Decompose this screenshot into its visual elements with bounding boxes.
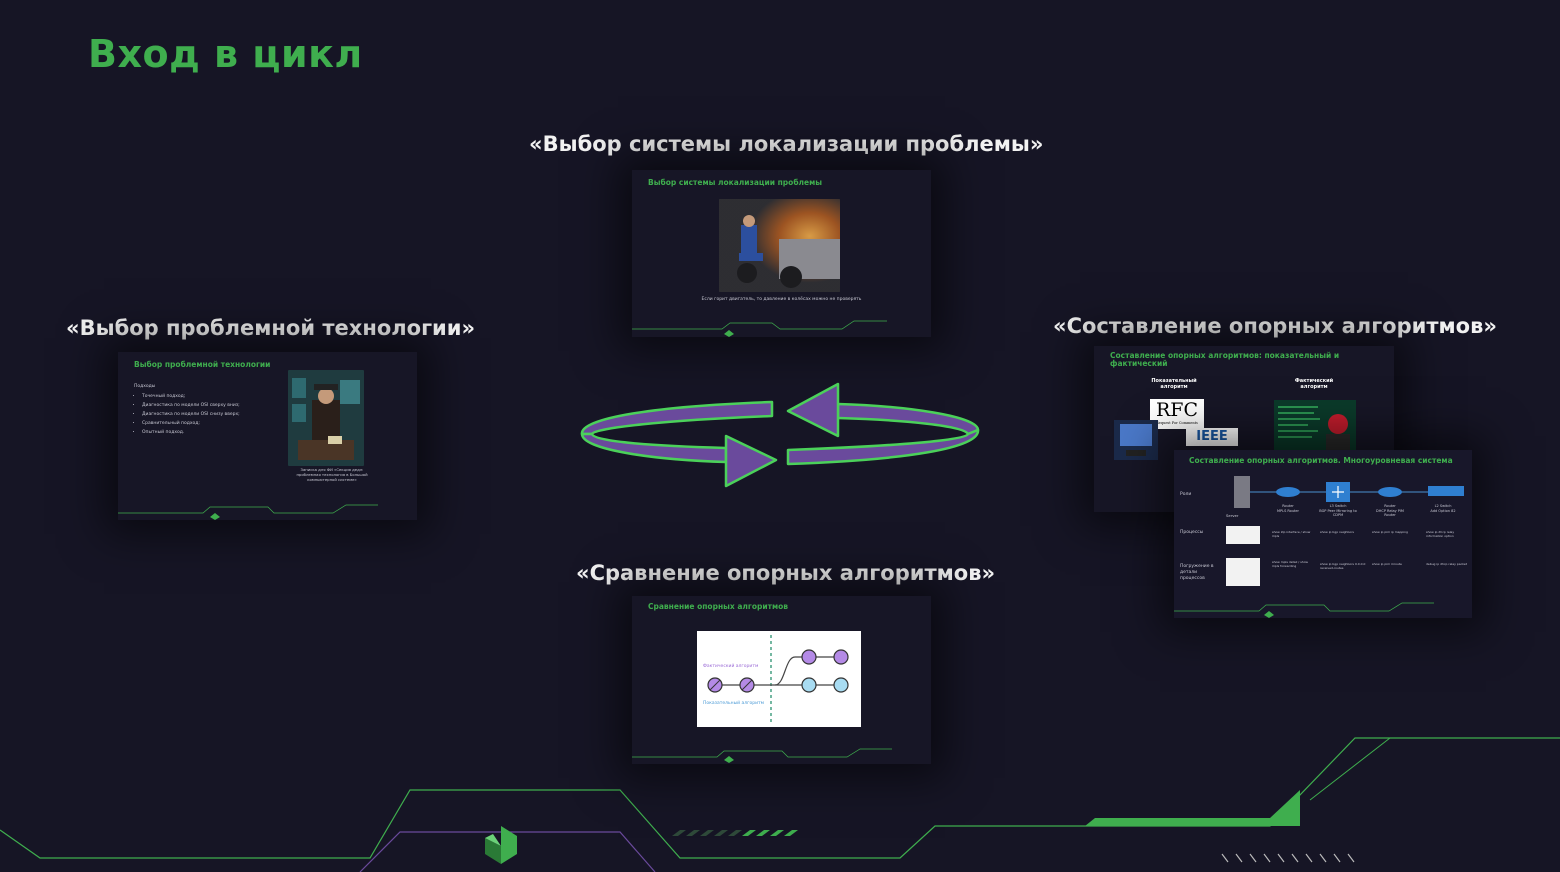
details-screenshot (1226, 558, 1260, 586)
process-screenshot (1226, 526, 1260, 544)
caption-left: «Выбор проблемной технологии» (66, 316, 476, 340)
thumbnail-footer (632, 748, 892, 763)
thumbnail-bottom[interactable]: Сравнение опорных алгоритмов Фактический… (632, 596, 931, 764)
column-shown-label: Показательный алгоритм (1151, 378, 1197, 390)
monitor-photo (1114, 420, 1158, 460)
process-cmd: show ip bgp neighbors (1320, 530, 1354, 534)
row-label-roles: Роли (1180, 492, 1192, 497)
device-server: Server (1226, 513, 1239, 518)
device-sub: DHCP Relay PIM Router (1376, 508, 1404, 518)
thumbnail-title: Составление опорных алгоритмов: показате… (1110, 351, 1340, 368)
rfc-text: RFC (1155, 399, 1199, 421)
device-sub: BGP Peer Mirroring to CDPM (1319, 508, 1357, 518)
row-label-details: Погружение в детали процессов (1180, 564, 1214, 581)
caption-top: «Выбор системы локализации проблемы» (529, 132, 1044, 156)
device-name: Router (1282, 504, 1294, 508)
thumbnail-footer (1174, 602, 1434, 618)
column-actual-label: Фактический алгоритм (1294, 378, 1334, 390)
page-title: Вход в цикл (88, 32, 363, 76)
detective-photo (288, 370, 364, 466)
thumbnail-right-front[interactable]: Составление опорных алгоритмов. Многоуро… (1174, 450, 1472, 618)
device-name: Router (1384, 504, 1396, 508)
thumbnail-footer (118, 504, 378, 520)
label-actual-algorithm: Фактический алгоритм (703, 664, 759, 669)
thumbnail-footer (632, 320, 887, 337)
thumbnail-title: Выбор системы локализации проблемы (648, 178, 823, 187)
device-sub: MPLS Router (1276, 508, 1299, 513)
row-label-processes: Процессы (1180, 530, 1204, 535)
detail-cmd: show ip bgp neighbors 0.0.0.0 received-r… (1320, 562, 1366, 570)
algorithm-graph (707, 635, 849, 723)
detail-cmd: show ip pim mroute (1372, 562, 1402, 566)
rfc-subtext: Request For Comments (1156, 421, 1198, 425)
rfc-logo: RFC Request For Comments (1150, 399, 1204, 429)
device-name: L3 Switch (1329, 504, 1347, 508)
list-item: Диагностика по модели OSI снизу вверх; (142, 410, 240, 419)
thumbnail-title: Сравнение опорных алгоритмов (648, 602, 788, 611)
caption-right: «Составление опорных алгоритмов» (1053, 314, 1497, 338)
thumbnail-title: Составление опорных алгоритмов. Многоуро… (1189, 456, 1453, 465)
detail-cmd: show mpls detail / show mpls forwarding (1272, 560, 1308, 568)
approaches-list: Точечный подход; Диагностика по модели O… (134, 392, 240, 437)
detail-cmd: debug ip dhcp relay packet (1426, 562, 1467, 566)
process-cmd: show ip dhcp relay information option (1426, 530, 1455, 538)
list-item: Сравнительный подход; (142, 419, 240, 428)
network-topology (1234, 476, 1464, 508)
caption-bottom: «Сравнение опорных алгоритмов» (576, 561, 996, 585)
process-cmd: show ip pim ip mapping (1372, 530, 1408, 534)
process-cmd: show ldp interface / show mpls (1272, 530, 1311, 538)
thumbnail-caption: Если горит двигатель, то давление в колё… (701, 297, 862, 302)
label-shown-algorithm: Показательный алгоритм (703, 701, 765, 706)
list-item: Опытный подход. (142, 428, 240, 437)
cycle-arrows-icon (580, 382, 980, 488)
device-name: L2 Switch (1434, 504, 1452, 508)
list-item: Диагностика по модели OSI сверху вниз; (142, 401, 240, 410)
list-item: Точечный подход; (142, 392, 240, 401)
device-sub: Add Option 82 (1430, 508, 1456, 513)
brand-logo-icon (485, 826, 517, 864)
thumbnail-left[interactable]: Выбор проблемной технологии Подходы Точе… (118, 352, 417, 520)
approaches-heading: Подходы (134, 384, 156, 389)
mechanic-photo (719, 199, 840, 292)
ieee-logo: IEEE (1186, 428, 1238, 446)
thumbnail-top[interactable]: Выбор системы локализации проблемы Если … (632, 170, 931, 337)
thumbnail-title: Выбор проблемной технологии (134, 360, 271, 369)
datacenter-photo (1274, 400, 1356, 456)
photo-caption: Записка для ФИ «Секция дедл: проблемная … (296, 467, 368, 482)
algorithm-diagram: Фактический алгоритм Показательный алгор… (697, 631, 861, 727)
